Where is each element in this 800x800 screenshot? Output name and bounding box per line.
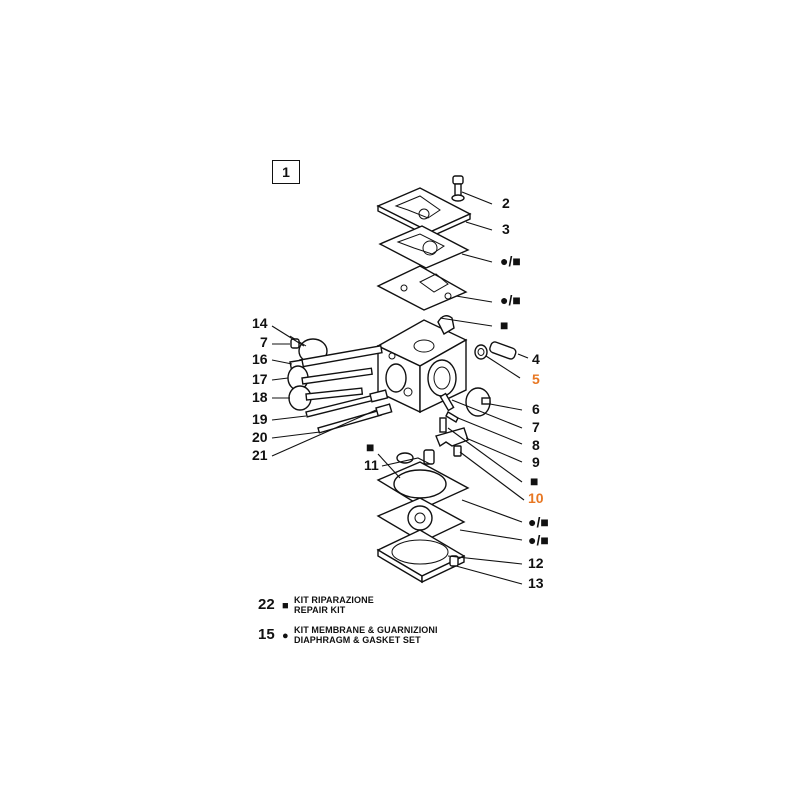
- figure-number-box: 1: [272, 160, 300, 184]
- label-part-7-left: 7: [260, 334, 268, 350]
- inlet-nipple-part-4: [489, 341, 517, 360]
- legend-line-2: DIAPHRAGM & GASKET SET: [294, 635, 421, 645]
- label-part-2: 2: [502, 195, 510, 211]
- label-part-14: 14: [252, 315, 268, 331]
- label-square-top: ■: [500, 317, 508, 333]
- label-part-19: 19: [252, 411, 268, 427]
- screw-part-13: [449, 555, 459, 567]
- screw-part-2: [451, 175, 465, 202]
- legend-line-2: REPAIR KIT: [294, 605, 346, 615]
- circle-symbol: ●: [282, 630, 289, 642]
- label-part-18: 18: [252, 389, 268, 405]
- diaphragm-lower: [376, 497, 466, 543]
- label-part-20: 20: [252, 429, 268, 445]
- label-circle-square-4: ●/■: [528, 532, 549, 548]
- label-part-17: 17: [252, 371, 268, 387]
- label-part-21: 21: [252, 447, 268, 463]
- label-square-left: ■: [366, 439, 374, 455]
- label-part-10-highlighted: 10: [528, 490, 544, 506]
- label-circle-square-3: ●/■: [528, 514, 549, 530]
- legend-number: 15: [258, 626, 275, 643]
- figure-number: 1: [282, 164, 290, 180]
- label-part-16: 16: [252, 351, 268, 367]
- label-part-8: 8: [532, 437, 540, 453]
- label-part-4: 4: [532, 351, 540, 367]
- screw-part-10: [453, 445, 462, 457]
- metering-lever-part-9: [435, 417, 469, 448]
- choke-disc-part-18: [288, 385, 364, 411]
- label-part-7-right: 7: [532, 419, 540, 435]
- gasket-upper: [378, 225, 470, 269]
- diaphragm-upper: [376, 265, 468, 311]
- leader-lines: [271, 191, 529, 585]
- needle-valve-part-7-8: [439, 392, 459, 423]
- label-part-3: 3: [502, 221, 510, 237]
- legend-number: 22: [258, 596, 275, 613]
- lever-disc-part-6: [465, 387, 491, 417]
- adjust-screw-part-19: [305, 389, 389, 418]
- legend-line-1: KIT MEMBRANE & GUARNIZIONI: [294, 625, 438, 635]
- label-part-11: 11: [364, 457, 379, 473]
- label-circle-square-2: ●/■: [500, 292, 521, 308]
- label-part-13: 13: [528, 575, 544, 591]
- label-part-6: 6: [532, 401, 540, 417]
- square-symbol: ■: [282, 600, 289, 612]
- label-square-mid: ■: [530, 473, 538, 489]
- legend-line-1: KIT RIPARAZIONE: [294, 595, 374, 605]
- label-part-12: 12: [528, 555, 544, 571]
- choke-lever-part-17: [287, 365, 373, 391]
- fitting-part-5: [474, 344, 488, 360]
- carburetor-body: [376, 315, 468, 414]
- label-part-9: 9: [532, 454, 540, 470]
- label-part-5-highlighted: 5: [532, 371, 540, 387]
- label-circle-square-1: ●/■: [500, 253, 521, 269]
